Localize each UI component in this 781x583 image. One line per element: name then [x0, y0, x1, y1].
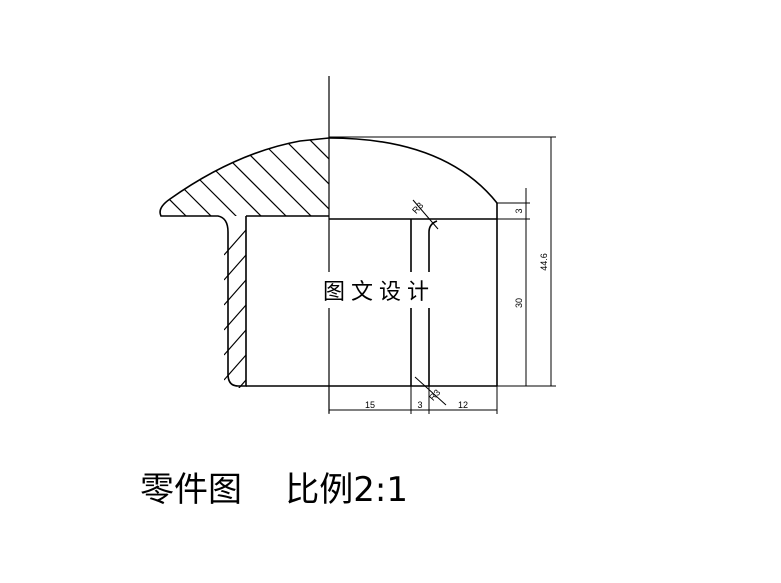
dim-total-height: 44.6: [329, 136, 556, 387]
section-outline: [159, 137, 330, 387]
dim-radius-bottom: R3: [414, 376, 447, 406]
dim-top-thickness: 3: [497, 188, 530, 220]
dim-inner-height: 30: [514, 219, 527, 386]
caption: 零件图 比例2:1: [140, 462, 408, 511]
view-outline: [246, 137, 498, 387]
caption-scale: 比例2:1: [285, 470, 408, 510]
dim-3-top-label: 3: [514, 208, 524, 213]
dim-30-label: 30: [514, 298, 524, 308]
radius-top-label: R3: [410, 200, 425, 215]
dim-3-wall-label: 3: [417, 400, 422, 410]
dim-radius-top: R3: [410, 199, 439, 230]
watermark: 图文设计: [316, 272, 466, 308]
watermark-text: 图文设计: [323, 280, 435, 305]
dim-12-label: 12: [458, 400, 468, 410]
caption-title: 零件图: [140, 470, 242, 510]
dim-44-6-label: 44.6: [539, 253, 549, 271]
cap-section-hatch: [160, 138, 329, 216]
dim-15-label: 15: [365, 400, 375, 410]
dim-horizontal: 15 3 12: [328, 386, 498, 414]
